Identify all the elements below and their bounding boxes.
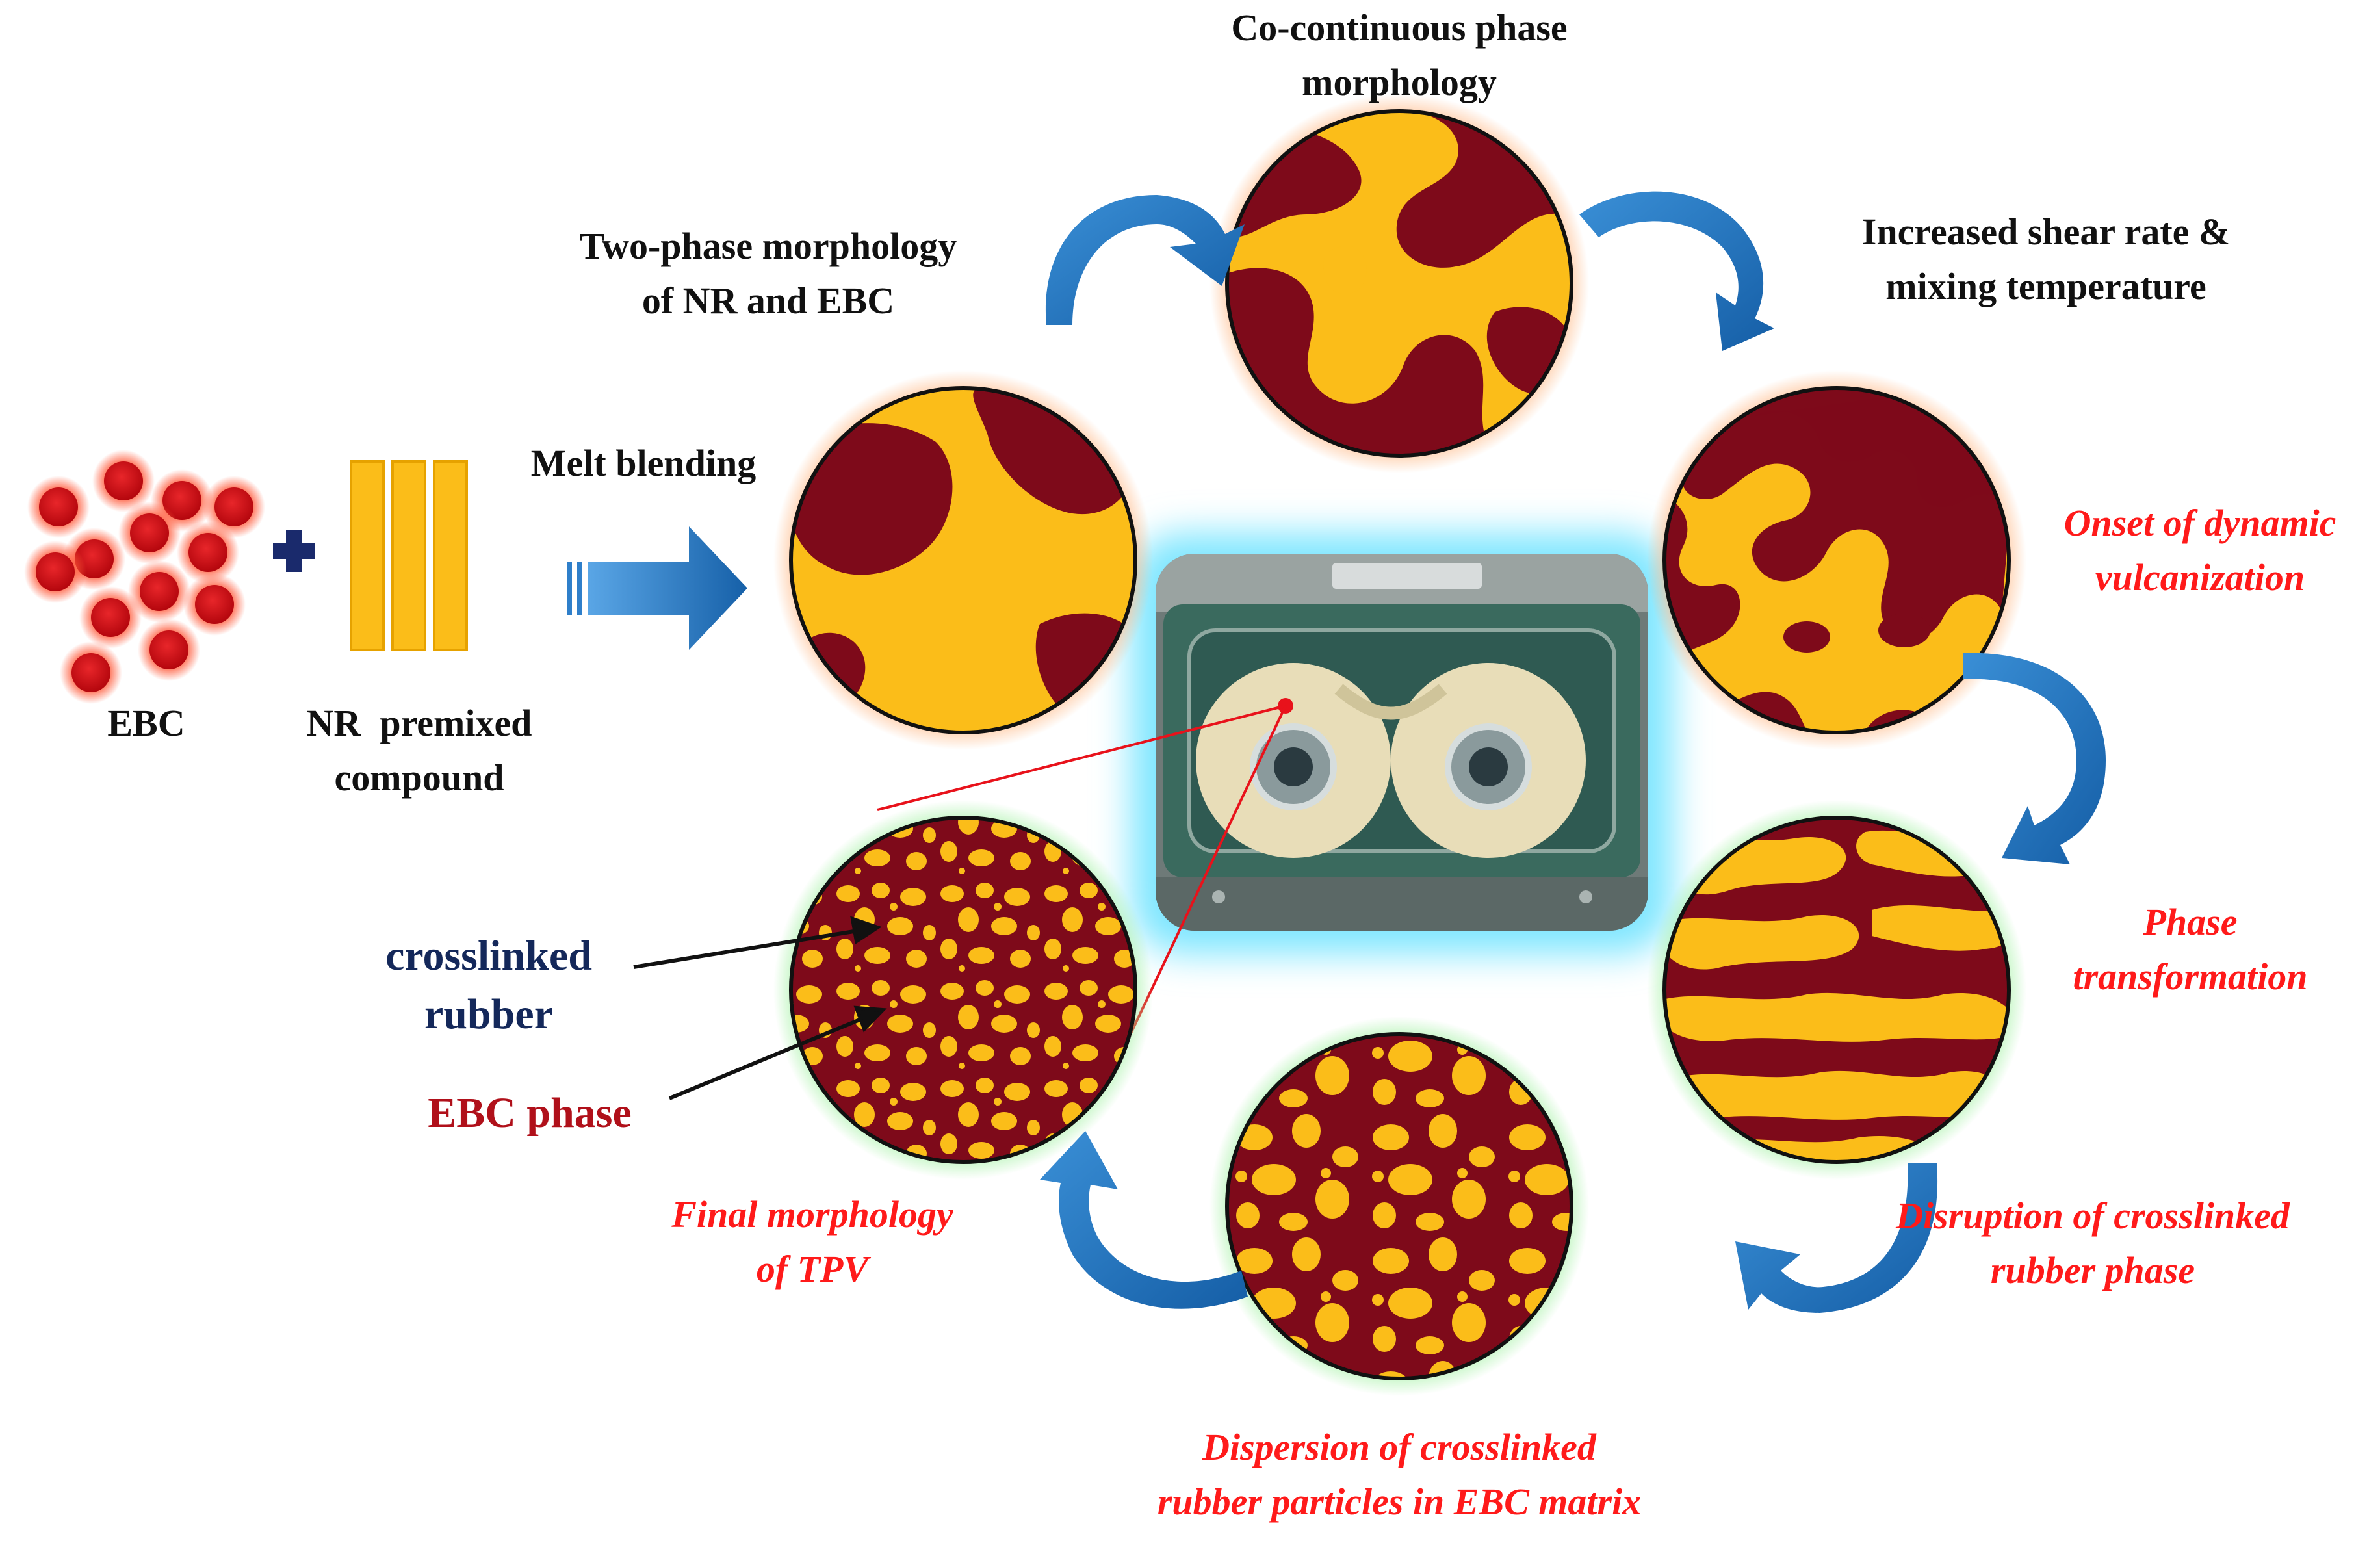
stage-circle-dispersion: [1209, 1017, 1589, 1396]
stage-label-s2-line1: Co-continuous phase: [1231, 6, 1567, 49]
stage-label-s1-line1: Two-phase morphology: [580, 225, 957, 267]
melt-blending-label: Melt blending: [531, 442, 756, 484]
stage-label-s5-line1: Phase: [2143, 901, 2238, 943]
block-arrow-icon: [567, 526, 747, 650]
stage-label-s2-line2: morphology: [1302, 61, 1497, 103]
stage-label-s1-line2: of NR and EBC: [642, 279, 894, 322]
ebc-pellets: [24, 450, 265, 704]
stage-circle-phase-transformation: [1647, 800, 2026, 1180]
nr-label-line2: compound: [334, 757, 504, 799]
stage-label-s3-line1: Increased shear rate &: [1862, 211, 2230, 253]
ebc-phase-label: EBC phase: [428, 1089, 632, 1137]
stage-circle-final-tpv: [773, 800, 1153, 1180]
stage-label-s7-line2: rubber particles in EBC matrix: [1158, 1481, 1641, 1523]
plus-icon: [273, 530, 315, 572]
crosslinked-rubber-label-line1: crosslinked: [385, 932, 592, 979]
nr-strips: [350, 460, 468, 651]
stage-label-s3-line2: mixing temperature: [1885, 265, 2206, 307]
mixer-photo: [1131, 533, 1673, 954]
stage-circle-onset: [1647, 370, 2026, 750]
ebc-label: EBC: [107, 702, 185, 744]
stage-label-s8-line1: Final morphology: [671, 1193, 953, 1236]
stage-circle-two-phase: [773, 370, 1153, 750]
curved-arrow-icon: [1040, 191, 2106, 1313]
stage-label-s6-line2: rubber phase: [1991, 1249, 2195, 1291]
nr-label-line1: NR premixed: [307, 702, 532, 744]
annotation-pointers: [633, 916, 887, 1100]
stage-label-s4-line2: vulcanization: [2095, 556, 2305, 599]
stage-label-s5-line2: transformation: [2073, 955, 2308, 998]
stage-circle-co-continuous: [1209, 94, 1589, 473]
stage-label-s6-line1: Disruption of crosslinked: [1895, 1195, 2290, 1237]
stage-label-s7-line1: Dispersion of crosslinked: [1202, 1426, 1597, 1468]
stage-label-s4-line1: Onset of dynamic: [2064, 502, 2336, 544]
crosslinked-rubber-label-line2: rubber: [424, 991, 553, 1038]
stage-label-s8-line2: of TPV: [757, 1248, 872, 1290]
